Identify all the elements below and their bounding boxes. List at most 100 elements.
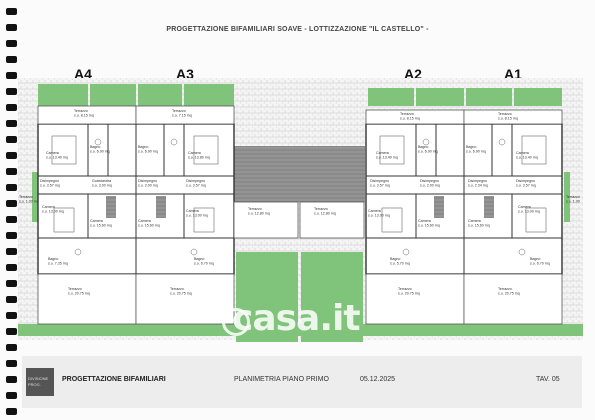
room-name-bagno-a1: Bagno	[466, 145, 476, 149]
wc2-a2	[402, 248, 410, 256]
room-area-disimpegno-a4: s.u. 3.57 mq	[40, 184, 60, 188]
binding-ring	[6, 24, 17, 31]
binding-ring	[6, 408, 17, 415]
room-area-terrazzo-bot-a4: s.u. 20.75 mq	[68, 292, 90, 296]
binding-ring	[6, 248, 17, 255]
room-area-camera-a1: s.u. 13.40 mq	[516, 156, 538, 160]
room-name-terrazzo-side-a1: Terrazzo	[566, 195, 580, 199]
watermark-logo-icon	[222, 308, 250, 336]
wardrobe-a3	[156, 196, 166, 218]
binding-ring	[6, 120, 17, 127]
room-name-camera-a1: Camera	[516, 151, 529, 155]
bed-a1	[521, 135, 547, 165]
room-name-camera-a2: Camera	[376, 151, 389, 155]
terrace-bottom-a2	[365, 273, 465, 325]
room-area-bagno-a1: s.u. 6.90 mq	[466, 150, 486, 154]
room-area-camera3-a1: s.u. 13.00 mq	[518, 210, 540, 214]
binding-ring	[6, 264, 17, 271]
room-name-terrazzo-top-a4: Terrazzo	[74, 109, 88, 113]
room-area-bagno2-a1: s.u. 6.70 mq	[530, 262, 550, 266]
room-name-terrazzo-top-a2: Terrazzo	[400, 112, 414, 116]
room-area-terrazzo-top-a3: s.u. 7.15 mq	[172, 114, 192, 118]
garden-top-a3-right	[184, 84, 234, 106]
room-name-camera-a3: Camera	[188, 151, 201, 155]
room-name-camera2-a2: Camera	[368, 209, 381, 213]
room-name-camera2-a3: Camera	[138, 219, 151, 223]
binding-ring	[6, 344, 17, 351]
binding-ring	[6, 40, 17, 47]
room-name-bagno-a3: Bagno	[138, 145, 148, 149]
room-area-terrazzo-bot-a2: s.u. 20.75 mq	[398, 292, 420, 296]
logo-line-1: DIVISIONE	[28, 376, 49, 381]
room-area-bagno2-a2: s.u. 5.70 mq	[390, 262, 410, 266]
room-area-terrazzo-side-a1: s.u. 1.00	[566, 200, 580, 204]
room-name-bagno2-a3: Bagno	[194, 257, 204, 261]
room-area-terrazzo-side-a4: s.u. 1.00 mq	[19, 200, 39, 204]
binding-ring	[6, 168, 17, 175]
binding-ring	[6, 280, 17, 287]
garden-left-edge	[32, 172, 38, 222]
binding-ring	[6, 328, 17, 335]
wc-a1	[498, 138, 506, 146]
bed2-a2	[381, 207, 403, 233]
bed2-a4	[53, 207, 75, 233]
garden-top-a4-right	[90, 84, 136, 106]
room-area-terrazzo-top-a4: s.u. 8.15 mq	[74, 114, 94, 118]
logo-line-2: PROG.	[28, 382, 41, 387]
room-name-disimpegno-a3: Disimpegno	[138, 179, 157, 183]
wardrobe-a2	[434, 196, 444, 218]
room-name-terrazzo-top-a3: Terrazzo	[172, 109, 186, 113]
binding-ring	[6, 184, 17, 191]
room-name-terrazzo-bot-a1: Terrazzo	[498, 287, 512, 291]
room-name-camera-a4: Camera	[46, 151, 59, 155]
wc2-a1	[518, 248, 526, 256]
wc-a3	[170, 138, 178, 146]
binding-ring	[6, 200, 17, 207]
garden-top-a2-left	[368, 88, 414, 106]
document-title: PROGETTAZIONE BIFAMILIARI SOAVE - LOTTIZ…	[166, 26, 429, 33]
room-area-camera-a3: s.u. 13.80 mq	[188, 156, 210, 160]
binding-ring	[6, 152, 17, 159]
binding-ring	[6, 232, 17, 239]
room-name-bagno2-a4: Bagno	[48, 257, 58, 261]
room-area-bagno2-a3: s.u. 6.70 mq	[194, 262, 214, 266]
room-name-terrazzo-side-a4: Terrazzo	[19, 195, 33, 199]
room-area-terrazzo-bot-a3: s.u. 20.75 mq	[170, 292, 192, 296]
binding-ring	[6, 56, 17, 63]
room-name-bagno2-a1: Bagno	[530, 257, 540, 261]
room-area-disimpegno-a1: s.u. 2.34 mq	[468, 184, 488, 188]
garden-right-edge	[564, 172, 570, 222]
binding-ring	[6, 216, 17, 223]
sheet-number: TAV. 05	[536, 376, 560, 383]
room-area-disimpegno2-a3: s.u. 3.57 mq	[186, 184, 206, 188]
garden-top-a1-left	[466, 88, 512, 106]
room-area-disimpegno2-a1: s.u. 3.57 mq	[516, 184, 536, 188]
room-name-camera3-a4: Camera	[90, 219, 103, 223]
room-name-disimpegno-a1: Disimpegno	[468, 179, 487, 183]
title-block: DIVISIONE PROG. PROGETTAZIONE BIFAMILIAR…	[22, 356, 582, 408]
wardrobe-a1	[484, 196, 494, 218]
garden-top-a2-right	[416, 88, 464, 106]
room-area-terrazzo-mid-left: s.u. 12.80 mq	[248, 212, 270, 216]
garden-top-a1-right	[514, 88, 562, 106]
room-area-camera2-a2: s.u. 13.00 mq	[368, 214, 390, 218]
terrace-bottom-a4	[37, 273, 137, 325]
room-area-bagno-a3: s.u. 6.90 mq	[138, 150, 158, 154]
terrace-middle-left	[233, 201, 299, 239]
room-area-terrazzo-bot-a1: s.u. 20.75 mq	[498, 292, 520, 296]
drawing-date: 05.12.2025	[360, 376, 396, 383]
wc-a2	[422, 138, 430, 146]
binding-ring	[6, 360, 17, 367]
bed-a2	[379, 135, 405, 165]
room-name-bagno-a2: Bagno	[418, 145, 428, 149]
room-area-camera3-a3: s.u. 13.00 mq	[186, 214, 208, 218]
project-name: PROGETTAZIONE BIFAMILIARI	[62, 376, 166, 383]
garden-top-a4-left	[38, 84, 88, 106]
room-name-camera3-a3: Camera	[186, 209, 199, 213]
wc2-a4	[74, 248, 82, 256]
room-name-terrazzo-top-a1: Terrazzo	[498, 112, 512, 116]
terrace-top-a1	[463, 109, 563, 125]
room-area-disimpegno-a3: s.u. 2.00 mq	[138, 184, 158, 188]
